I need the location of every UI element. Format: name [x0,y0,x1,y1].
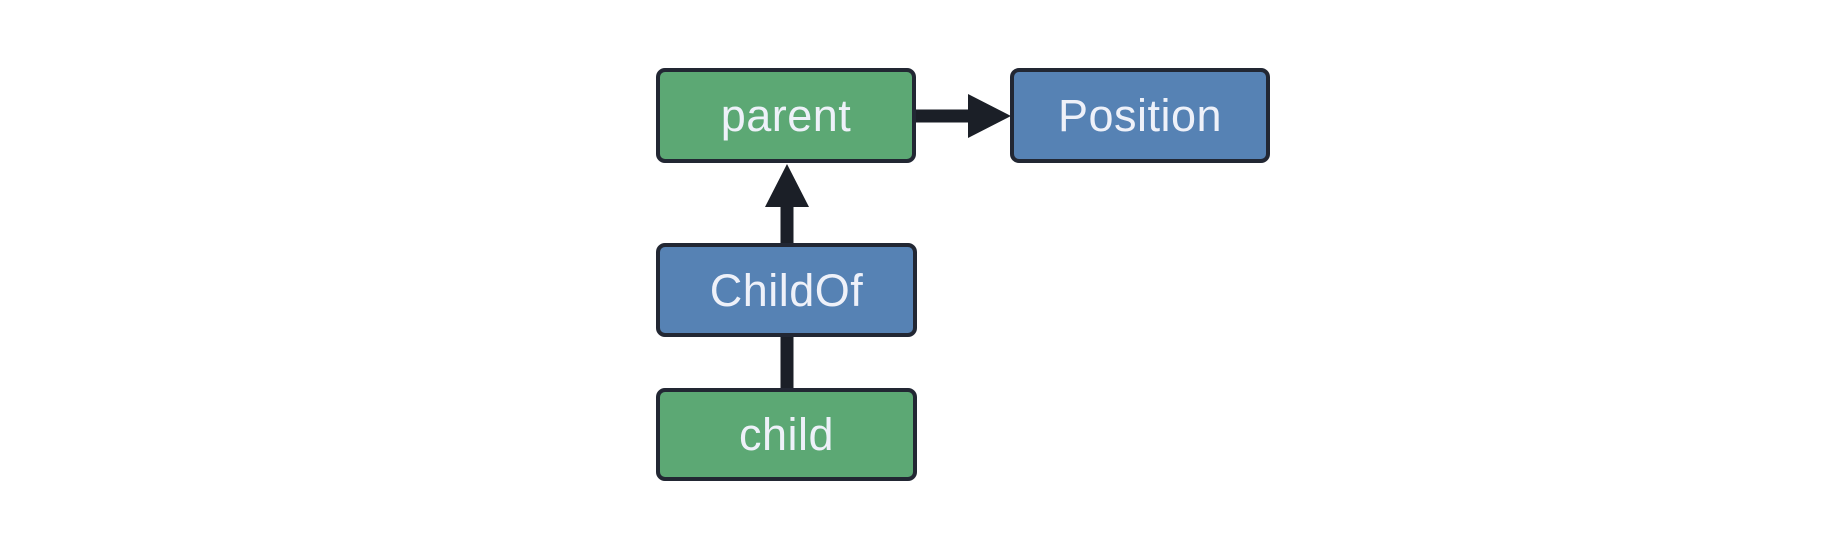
node-position-label: Position [1057,90,1223,141]
arrowhead-right-icon [968,94,1011,138]
node-child-label: child [738,409,835,460]
node-childof-label: ChildOf [709,264,864,316]
node-child: child [656,388,917,481]
node-parent: parent [656,68,916,163]
node-childof: ChildOf [656,243,917,337]
arrowhead-up-icon [765,164,809,207]
edge-childof-to-parent [765,164,809,246]
node-position: Position [1010,68,1270,163]
node-parent-label: parent [720,90,852,141]
edge-parent-to-position [913,94,1011,138]
